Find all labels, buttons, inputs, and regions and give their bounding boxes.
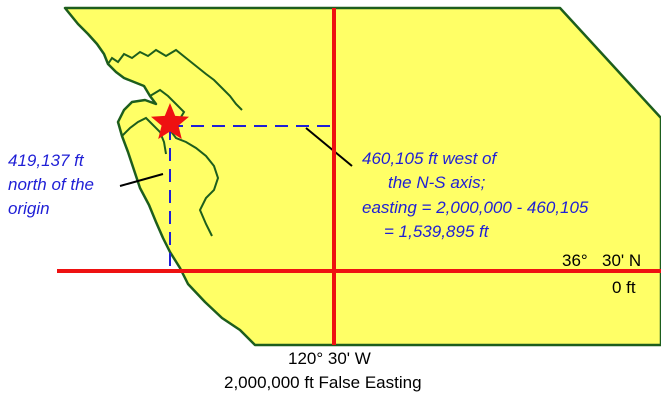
bay-detail: [149, 88, 220, 237]
easting-formula-label: easting = 2,000,000 - 460,105: [362, 198, 589, 217]
land-region: [63, 6, 661, 347]
peninsula-detail: [121, 116, 167, 155]
latitude-minutes-label: 30' N: [602, 251, 642, 270]
latitude-degrees-label: 36°: [562, 251, 588, 270]
latitude-value-label: 0 ft: [612, 278, 636, 297]
west-leader-line: [305, 127, 353, 167]
meridian-label: 120° 30' W: [288, 349, 371, 368]
star-icon: [151, 103, 189, 139]
north-leader-line: [119, 173, 164, 187]
easting-result-label: = 1,539,895 ft: [384, 222, 489, 241]
west-offset-label-2: the N-S axis;: [388, 173, 486, 192]
west-offset-label-1: 460,105 ft west of: [362, 149, 497, 168]
north-offset-label-2: north of the: [8, 175, 95, 194]
north-offset-label-1: 419,137 ft: [8, 151, 84, 170]
false-easting-label: 2,000,000 ft False Easting: [224, 373, 422, 392]
coastline-detail: [107, 48, 243, 111]
north-offset-label-3: origin: [8, 199, 50, 218]
